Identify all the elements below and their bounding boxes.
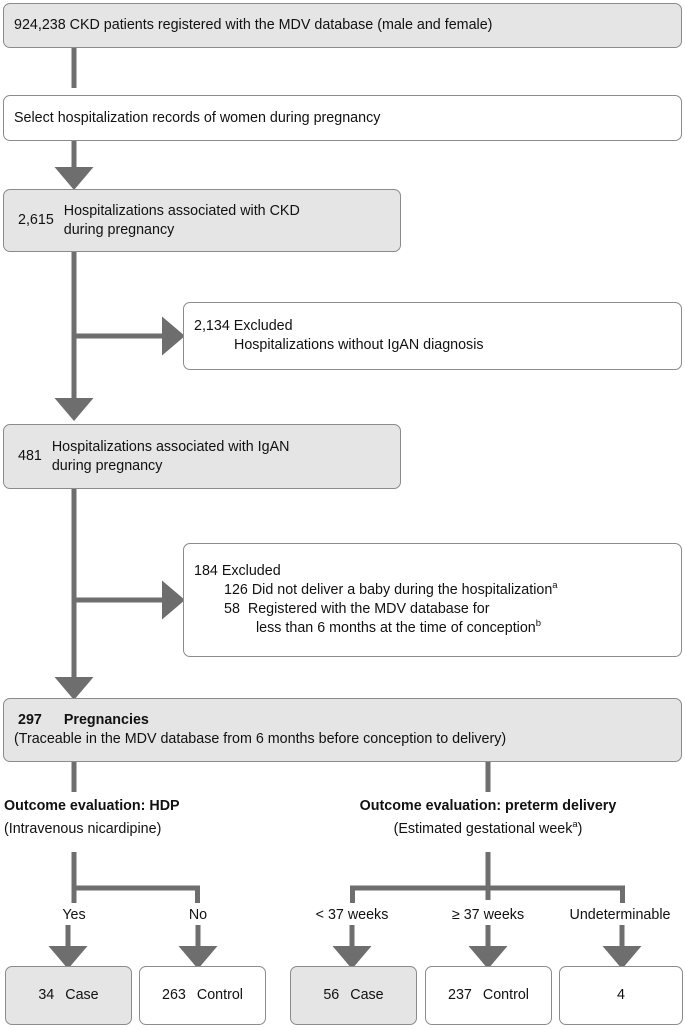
branch-hdp-heading: Outcome evaluation: HDP — [4, 798, 180, 814]
outcome-hdp-control-count: 263 — [162, 987, 186, 1003]
outcome-preterm-control: 237 Control — [425, 966, 552, 1025]
igan-hospitalizations-line1: Hospitalizations associated with IgAN — [51, 438, 290, 455]
excluded-igan-line1: 184 Excluded — [194, 563, 281, 579]
excluded-igan-line2-count: 126 — [224, 582, 248, 598]
outcome-preterm-case-label: Case — [350, 987, 384, 1003]
excluded-ckd-line2: Hospitalizations without IgAN diagnosis — [234, 337, 484, 353]
branch-preterm-subheading: (Estimated gestational weeka) — [394, 820, 583, 838]
footnote-marker-a: a — [552, 580, 558, 592]
excluded-igan-line4-text: less than 6 months at the time of concep… — [256, 620, 536, 636]
excluded-igan-line2: 126 Did not deliver a baby during the ho… — [194, 581, 671, 600]
ckd-hospitalizations-count: 2,615 — [18, 212, 54, 228]
pregnancies-count: 297 — [18, 712, 42, 728]
ckd-hospitalizations-line2: during pregnancy — [63, 221, 175, 238]
node-ckd-hospitalizations: 2,615 Hospitalizations associated with C… — [3, 189, 401, 252]
footnote-marker-b: b — [535, 618, 542, 630]
node-excluded-ckd: 2,134 Excluded Hospitalizations without … — [183, 302, 682, 370]
branch-hdp-option-yes: Yes — [62, 907, 86, 923]
outcome-preterm-case-count: 56 — [323, 987, 340, 1003]
excluded-igan-line3: 58 Registered with the MDV database for — [194, 600, 671, 619]
outcome-preterm-undeterminable-count: 4 — [617, 987, 625, 1003]
branch-preterm-option-undeterminable: Undeterminable — [569, 907, 671, 923]
excluded-igan-line4: less than 6 months at the time of concep… — [194, 619, 671, 638]
excluded-igan-line3-text: Registered with the MDV database for — [247, 601, 490, 617]
branch-preterm-heading: Outcome evaluation: preterm delivery — [359, 798, 617, 814]
excluded-igan-line2-text: Did not deliver a baby during the hospit… — [251, 582, 553, 598]
node-pregnancies: 297 Pregnancies (Traceable in the MDV da… — [3, 698, 682, 762]
pregnancies-title-row: 297 Pregnancies — [14, 711, 671, 730]
branch-preterm-option-lt37: < 37 weeks — [315, 907, 389, 923]
node-source-cohort: 924,238 CKD patients registered with the… — [3, 3, 682, 48]
outcome-hdp-case-label: Case — [65, 987, 99, 1003]
outcome-preterm-control-label: Control — [482, 987, 529, 1003]
source-cohort-text: 924,238 CKD patients registered with the… — [14, 17, 493, 33]
outcome-preterm-undeterminable: 4 — [559, 966, 683, 1025]
outcome-hdp-case: 34 Case — [5, 966, 132, 1025]
node-excluded-igan: 184 Excluded 126 Did not deliver a baby … — [183, 543, 682, 657]
selection-step-text: Select hospitalization records of women … — [14, 109, 381, 126]
igan-hospitalizations-line2: during pregnancy — [51, 457, 163, 474]
outcome-hdp-case-count: 34 — [38, 987, 55, 1003]
node-igan-hospitalizations: 481 Hospitalizations associated with IgA… — [3, 424, 401, 489]
pregnancies-subtitle: (Traceable in the MDV database from 6 mo… — [14, 731, 507, 747]
branch-preterm-option-ge37: ≥ 37 weeks — [451, 907, 525, 923]
excluded-ckd-line1: 2,134 Excluded — [194, 318, 293, 334]
outcome-preterm-case: 56 Case — [290, 966, 417, 1025]
node-selection-step: Select hospitalization records of women … — [3, 95, 682, 141]
outcome-hdp-control: 263 Control — [139, 966, 266, 1025]
ckd-hospitalizations-line1: Hospitalizations associated with CKD — [63, 202, 300, 219]
outcome-hdp-control-label: Control — [196, 987, 243, 1003]
branch-preterm-subheading-text: (Estimated gestational week — [393, 821, 573, 837]
branch-preterm-subheading-tail: ) — [577, 821, 583, 837]
excluded-igan-line3-count: 58 — [224, 601, 240, 617]
pregnancies-label: Pregnancies — [63, 712, 149, 728]
branch-hdp-option-no: No — [188, 907, 208, 923]
outcome-preterm-control-count: 237 — [448, 987, 472, 1003]
igan-hospitalizations-count: 481 — [18, 448, 42, 464]
branch-hdp-subheading: (Intravenous nicardipine) — [4, 821, 162, 837]
footnote-marker-a-preterm: a — [572, 819, 578, 831]
